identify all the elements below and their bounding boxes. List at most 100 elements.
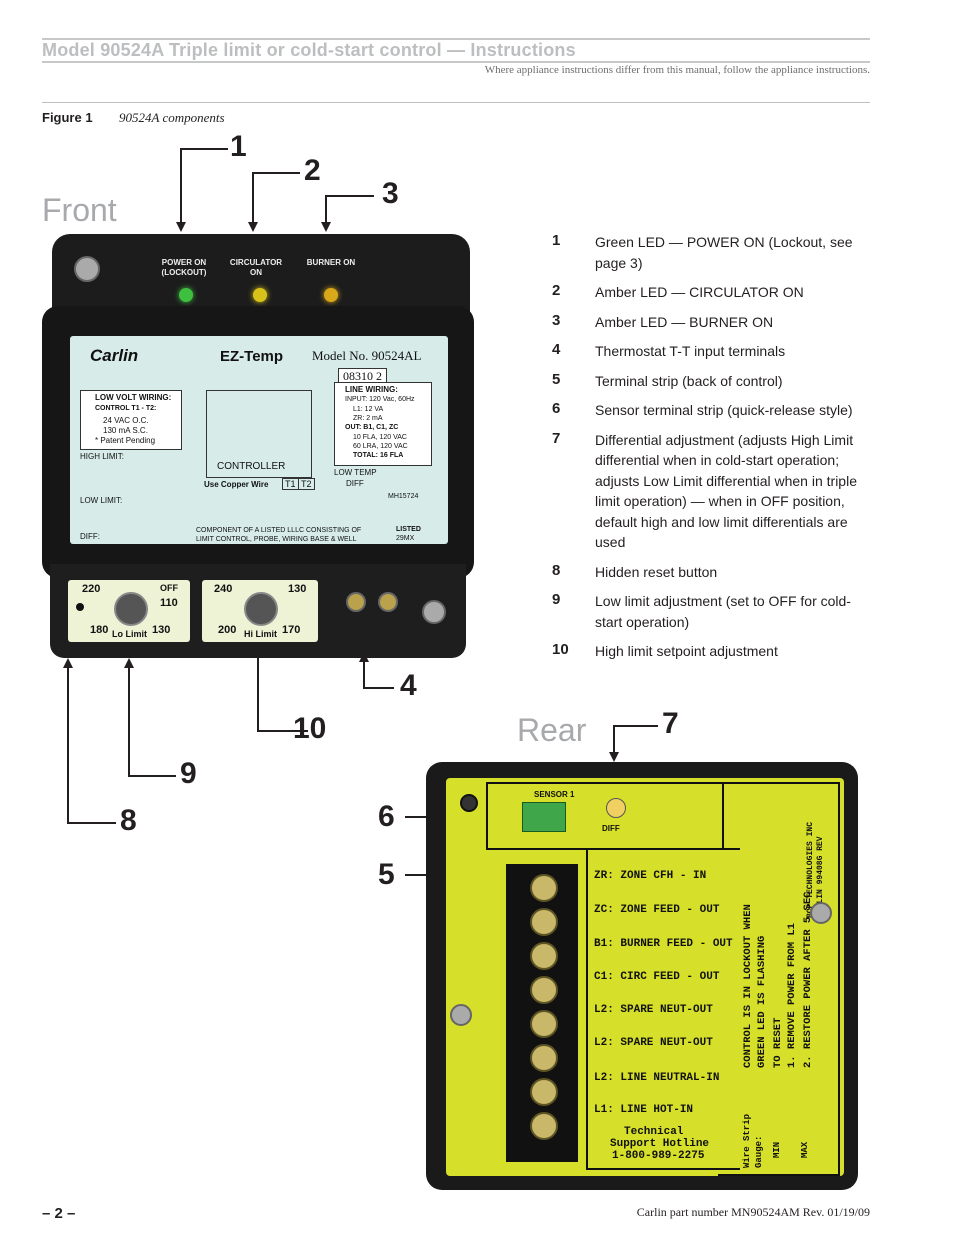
front-body-housing: Carlin EZ-Temp Model No. 90524AL 08310 2…: [42, 306, 474, 578]
led-label-power: POWER ON (LOCKOUT): [161, 258, 207, 277]
callout-7: 7: [662, 707, 679, 740]
diff-label: DIFF:: [80, 532, 100, 541]
hotline-number: 1-800-989-2275: [612, 1150, 705, 1162]
callout-9: 9: [180, 757, 197, 790]
terminal-label: C1: CIRC FEED - OUT: [594, 971, 720, 983]
line-wiring-box: LINE WIRING: INPUT: 120 Vac, 60Hz L1: 12…: [334, 382, 432, 466]
copper-wire-note: Use Copper Wire: [204, 480, 269, 489]
leader-9: [128, 668, 176, 777]
amber-led-burner-icon: [324, 288, 338, 302]
terminal-screw-icon[interactable]: [530, 1112, 558, 1140]
leader-7: [613, 725, 658, 752]
terminal-label: ZR: ZONE CFH - IN: [594, 870, 707, 882]
front-base-housing: 220 OFF 110 180 130 Lo Limit 240 130 200…: [50, 564, 466, 658]
lo-limit-dial-plate: 220 OFF 110 180 130 Lo Limit: [68, 580, 190, 642]
header-rule-bottom: [42, 102, 870, 103]
terminal-label: L1: LINE HOT-IN: [594, 1104, 694, 1116]
rear-view-label: Rear: [517, 712, 587, 748]
leader-2: [252, 172, 300, 222]
rear-device-image: SENSOR 1 DIFF ZR: ZONE CFH - IN ZC: ZONE…: [426, 762, 858, 1190]
leader-4: [363, 662, 394, 689]
low-temp-diff-label: DIFF: [346, 479, 364, 488]
terminal-t1: T1: [282, 478, 299, 490]
figure-label: Figure 1: [42, 110, 93, 125]
front-view-label: Front: [42, 192, 117, 228]
page-subtitle: Where appliance instructions differ from…: [484, 64, 870, 76]
screw-icon: [810, 902, 832, 924]
callout-2: 2: [304, 154, 321, 187]
reset-instruction: TO RESET: [772, 1017, 784, 1068]
green-led-icon: [179, 288, 193, 302]
terminal-screw-icon[interactable]: [530, 908, 558, 936]
callout-1: 1: [230, 130, 247, 163]
hotline-label: Support Hotline: [610, 1138, 710, 1150]
gauge-label: Gauge:: [754, 1135, 764, 1168]
mounting-hole-icon: [460, 794, 478, 812]
low-limit-label: LOW LIMIT:: [80, 496, 123, 505]
terminal-label: L2: SPARE NEUT-OUT: [594, 1037, 713, 1049]
callout-10: 10: [293, 712, 327, 745]
header-rule-top: [42, 38, 870, 40]
hidden-reset-button[interactable]: [76, 603, 84, 611]
high-limit-label: HIGH LIMIT:: [80, 452, 125, 461]
terminal-screw-icon[interactable]: [530, 942, 558, 970]
diff-adjust-dial[interactable]: [606, 798, 626, 818]
reset-instruction: GREEN LED IS FLASHING: [756, 935, 768, 1068]
terminal-label: B1: BURNER FEED - OUT: [594, 938, 733, 950]
page-title: Model 90524A Triple limit or cold-start …: [42, 40, 576, 60]
sensor-terminal-connector[interactable]: [522, 802, 566, 832]
serial-number: 08310 2: [338, 368, 387, 385]
terminal-screw-icon[interactable]: [530, 976, 558, 1004]
terminal-screw-icon[interactable]: [530, 1010, 558, 1038]
header-rule-mid: [42, 61, 870, 63]
hi-limit-knob[interactable]: [244, 592, 278, 626]
lo-limit-knob[interactable]: [114, 592, 148, 626]
reset-instructions-panel: [718, 782, 840, 1176]
callout-4: 4: [400, 669, 417, 702]
front-device-image: POWER ON (LOCKOUT) CIRCULATOR ON BURNER …: [42, 234, 474, 658]
figure-caption: 90524A components: [119, 110, 225, 125]
tt-terminal-screw-icon[interactable]: [378, 592, 398, 612]
model-number: Model No. 90524AL: [312, 348, 422, 363]
leader-1: [180, 148, 228, 222]
reset-instruction: 1. REMOVE POWER FROM L1: [786, 923, 798, 1068]
leader-10: [257, 640, 308, 732]
terminal-strip: [506, 864, 578, 1162]
low-temp-label: LOW TEMP: [334, 468, 377, 477]
hotline-label: Technical: [624, 1126, 684, 1138]
terminal-label: L2: LINE NEUTRAL-IN: [594, 1072, 720, 1084]
reset-instruction: CONTROL IS IN LOCKOUT WHEN: [742, 904, 754, 1068]
callout-5: 5: [378, 858, 395, 891]
gauge-max: MAX: [800, 1141, 810, 1158]
terminal-screw-icon[interactable]: [530, 1044, 558, 1072]
screw-icon: [450, 1004, 472, 1026]
screw-icon: [74, 256, 100, 282]
mh-number: MH15724: [388, 493, 419, 500]
terminal-screw-icon[interactable]: [530, 874, 558, 902]
product-name: EZ-Temp: [220, 348, 284, 365]
terminal-screw-icon[interactable]: [530, 1078, 558, 1106]
tt-terminal-screw-icon[interactable]: [346, 592, 366, 612]
controller-box: CONTROLLER: [206, 390, 312, 478]
terminal-labels-box: [586, 848, 740, 1170]
screw-icon: [422, 600, 446, 624]
led-label-burner: BURNER ON: [306, 258, 356, 267]
terminal-t2: T2: [298, 478, 315, 490]
led-label-circulator: CIRCULATOR ON: [229, 258, 283, 277]
part-number: Carlin part number MN90524AM Rev. 01/19/…: [636, 1205, 870, 1219]
callout-8: 8: [120, 804, 137, 837]
terminal-label: ZC: ZONE FEED - OUT: [594, 904, 720, 916]
leader-8: [67, 668, 116, 824]
gauge-min: MIN: [772, 1141, 782, 1158]
